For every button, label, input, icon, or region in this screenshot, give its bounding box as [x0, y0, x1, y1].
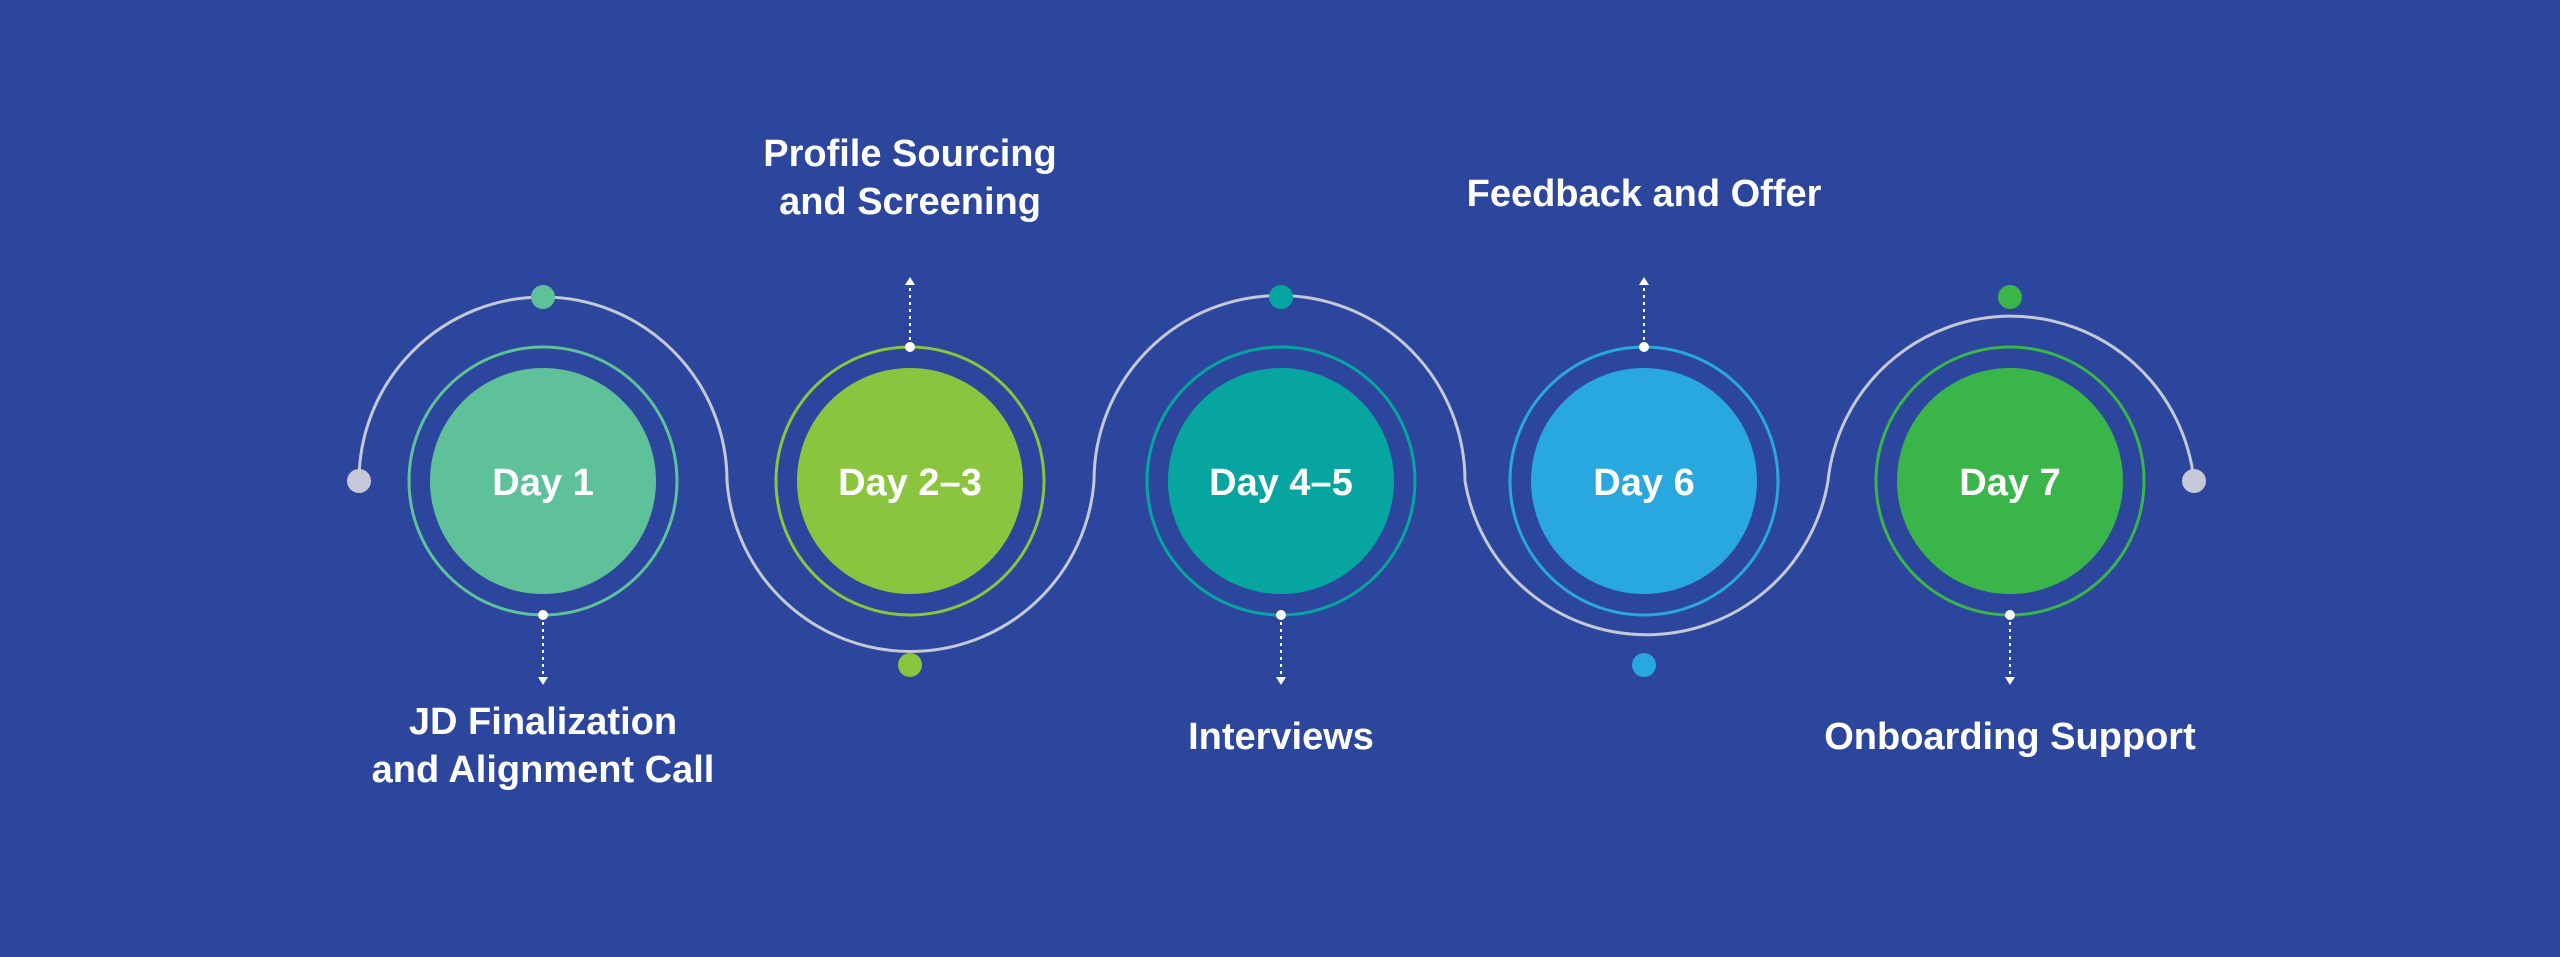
track-start-dot	[347, 469, 371, 493]
step-circle-4	[1531, 368, 1757, 594]
arrow-up-icon	[905, 277, 915, 285]
track-marker-dot-1	[531, 285, 555, 309]
arrow-down-icon	[1276, 677, 1286, 685]
track-end-dot	[2182, 469, 2206, 493]
track-marker-dot-4	[1632, 653, 1656, 677]
track-marker-dot-5	[1998, 285, 2022, 309]
step-label-1: JD Finalization and Alignment Call	[293, 698, 793, 794]
step-circle-2	[797, 368, 1023, 594]
step-label-3: Interviews	[1031, 713, 1531, 761]
step-circle-3	[1168, 368, 1394, 594]
timeline-track	[357, 294, 2196, 653]
step-label-2-line-2: and Screening	[779, 181, 1041, 223]
track-marker-dot-2	[898, 653, 922, 677]
step-label-4: Feedback and Offer	[1394, 170, 1894, 218]
step-day-label-1: Day 1	[492, 462, 593, 504]
step-label-1-line-2: and Alignment Call	[371, 749, 715, 791]
step-day-label-4: Day 6	[1593, 462, 1694, 504]
track-marker-dot-3	[1269, 285, 1293, 309]
arrow-down-icon	[2005, 677, 2015, 685]
step-label-4-line-1: Feedback and Offer	[1466, 173, 1822, 215]
timeline-nodes: Day 1 Day 2–3 Day 4–5 Day 6 Day 7	[347, 277, 2206, 685]
step-circle-1	[430, 368, 656, 594]
step-label-2-line-1: Profile Sourcing	[763, 133, 1057, 175]
step-day-label-2: Day 2–3	[838, 462, 982, 504]
step-day-label-5: Day 7	[1959, 462, 2060, 504]
step-label-5-line-1: Onboarding Support	[1824, 716, 2196, 758]
step-label-3-line-1: Interviews	[1188, 716, 1374, 758]
arrow-up-icon	[1639, 277, 1649, 285]
step-label-1-line-1: JD Finalization	[408, 701, 678, 743]
step-label-2: Profile Sourcing and Screening	[660, 130, 1160, 226]
step-day-label-3: Day 4–5	[1209, 462, 1353, 504]
step-circle-5	[1897, 368, 2123, 594]
step-label-5: Onboarding Support	[1760, 713, 2260, 761]
arrow-down-icon	[538, 677, 548, 685]
